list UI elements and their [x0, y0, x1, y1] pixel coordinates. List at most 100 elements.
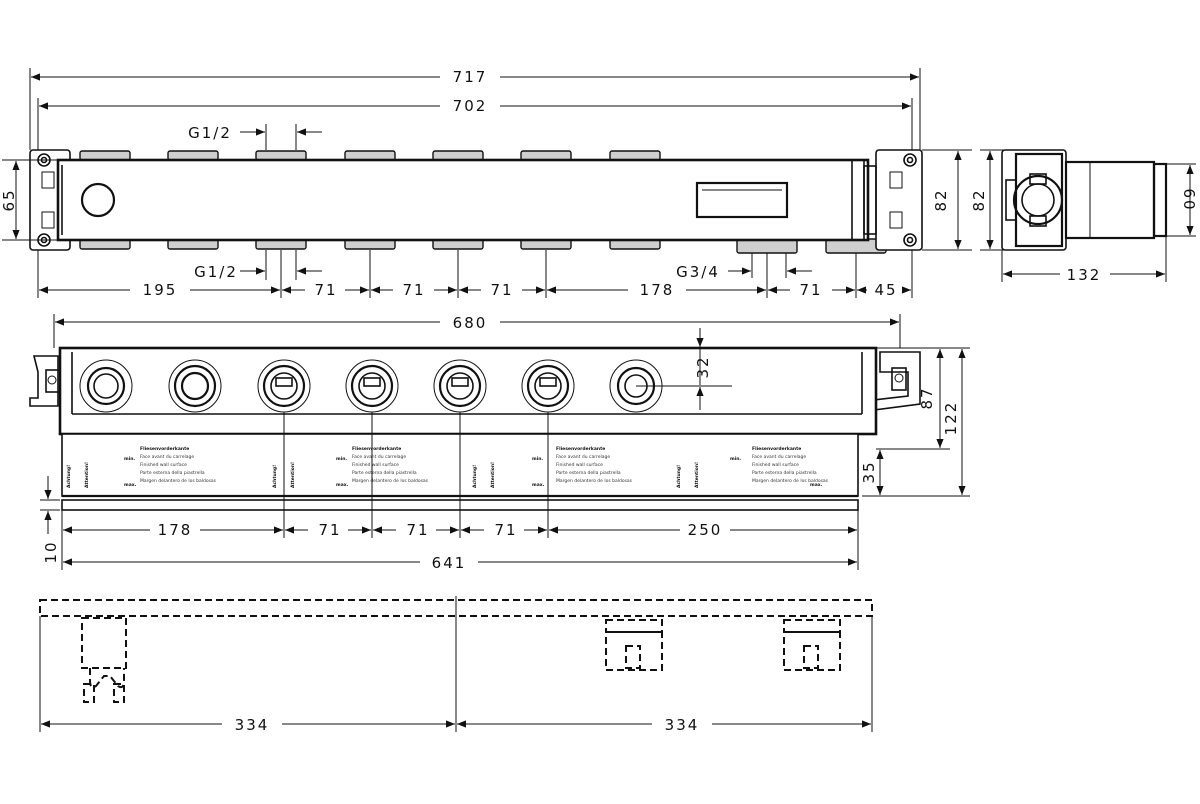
dim-side-132: 132 — [1001, 236, 1167, 284]
wall-label-en: Finished wall surface — [140, 462, 187, 468]
dim-71a-label: 71 — [314, 281, 337, 299]
svg-text:Fliesenvorderkante: Fliesenvorderkante — [352, 446, 401, 452]
dim-side-82: 82 — [970, 149, 1010, 251]
dim-35: 35 — [860, 450, 884, 495]
wall-label-es: Margen delantero de los baldosas — [140, 478, 217, 484]
dim-71b-label: 71 — [402, 281, 425, 299]
wall-label-block-1: Fliesenvorderkante Face avant du carrela… — [66, 446, 217, 488]
dim-10: 10 — [40, 476, 60, 564]
dim-side-82-label: 82 — [970, 188, 988, 211]
dim-680: 680 — [53, 314, 901, 348]
dim-front-250-label: 250 — [688, 521, 723, 539]
wall-label-fr: Face avant du carrelage — [140, 454, 194, 460]
thread-bottom-label: G1/2 — [194, 263, 238, 281]
base-view: 334 334 — [39, 596, 873, 734]
svg-text:Achtung!: Achtung! — [472, 465, 478, 488]
front-bracket-right — [873, 351, 921, 411]
base-clip-right — [783, 619, 841, 671]
thread-top-label: G1/2 — [188, 124, 232, 142]
dim-side-60-label: 60 — [1180, 188, 1198, 211]
dim-65: 65 — [0, 159, 57, 241]
svg-text:Fliesenvorderkante: Fliesenvorderkante — [556, 446, 605, 452]
wall-label-max: max. — [124, 483, 137, 488]
dim-front-71b-label: 71 — [406, 521, 429, 539]
svg-text:max.: max. — [336, 483, 349, 488]
svg-text:Attention!: Attention! — [290, 462, 296, 488]
svg-text:Attention!: Attention! — [490, 462, 496, 488]
dim-side-60: 60 — [1166, 163, 1198, 237]
dim-front-71a-label: 71 — [318, 521, 341, 539]
svg-text:Parte esterna della piastrella: Parte esterna della piastrella — [752, 470, 817, 476]
svg-text:Face avant du carrelage: Face avant du carrelage — [752, 454, 806, 460]
svg-text:Margen delantero de los baldos: Margen delantero de los baldosas — [752, 478, 829, 484]
dim-front-71c-label: 71 — [494, 521, 517, 539]
dim-82-right: 82 — [922, 149, 972, 251]
dim-334-left-label: 334 — [235, 716, 270, 734]
svg-text:Attention!: Attention! — [694, 462, 700, 488]
dim-10-label: 10 — [42, 540, 60, 563]
svg-text:Achtung!: Achtung! — [676, 465, 682, 488]
side-view: 82 60 132 — [970, 149, 1198, 284]
dim-178-label: 178 — [640, 281, 675, 299]
wall-label-it: Parte esterna della piastrella — [140, 470, 205, 476]
dim-65-label: 65 — [0, 188, 18, 211]
dim-87-label: 87 — [918, 386, 936, 409]
dim-702-label: 702 — [453, 97, 488, 115]
display-window — [695, 181, 789, 219]
outlets-bottom — [79, 238, 887, 254]
dim-122: 122 — [862, 349, 970, 497]
outlets-front — [79, 359, 663, 413]
thread-large-label: G3/4 — [676, 263, 720, 281]
svg-text:min.: min. — [336, 456, 347, 462]
svg-text:min.: min. — [532, 456, 543, 462]
wall-label-de: Fliesenvorderkante — [140, 446, 189, 452]
svg-text:max.: max. — [810, 483, 823, 488]
front-view: 680 — [29, 314, 970, 572]
base-clip-middle — [605, 619, 663, 671]
dim-122-label: 122 — [942, 401, 960, 436]
svg-text:Finished wall surface: Finished wall surface — [752, 462, 799, 468]
wall-label-block-4: Fliesenvorderkante Face avant du carrela… — [676, 446, 829, 488]
svg-text:Margen delantero de los baldos: Margen delantero de los baldosas — [556, 478, 633, 484]
dim-717-label: 717 — [453, 68, 488, 86]
dim-702: 702 — [37, 97, 913, 150]
wall-label-warn-fr: Attention! — [84, 462, 90, 488]
svg-text:Fliesenvorderkante: Fliesenvorderkante — [752, 446, 801, 452]
outlets-top — [79, 150, 661, 161]
dim-680-label: 680 — [453, 314, 488, 332]
svg-text:Finished wall surface: Finished wall surface — [556, 462, 603, 468]
dim-334-right-label: 334 — [665, 716, 700, 734]
svg-text:Parte esterna della piastrella: Parte esterna della piastrella — [352, 470, 417, 476]
svg-text:Finished wall surface: Finished wall surface — [352, 462, 399, 468]
wall-label-block-3: Fliesenvorderkante Face avant du carrela… — [472, 446, 633, 488]
dim-82-right-label: 82 — [932, 188, 950, 211]
dim-32-label: 32 — [694, 355, 712, 378]
svg-text:Parte esterna della piastrella: Parte esterna della piastrella — [556, 470, 621, 476]
svg-text:Achtung!: Achtung! — [272, 465, 278, 488]
thread-large: G3/4 — [676, 253, 812, 281]
dim-334: 334 334 — [39, 616, 873, 734]
valve-body-front — [58, 346, 878, 436]
dim-35-label: 35 — [860, 460, 878, 483]
valve-plug — [80, 182, 116, 218]
dim-side-132-label: 132 — [1067, 266, 1102, 284]
dim-717: 717 — [29, 68, 921, 150]
bracket-right — [875, 149, 923, 251]
svg-text:max.: max. — [532, 483, 545, 488]
dim-87: 87 — [876, 347, 970, 450]
svg-text:Face avant du carrelage: Face avant du carrelage — [556, 454, 610, 460]
dim-195-label: 195 — [143, 281, 178, 299]
dim-chain-top-view: 195 71 71 71 178 71 45 — [37, 250, 913, 299]
thread-top: G1/2 — [188, 124, 322, 150]
thread-bottom: G1/2 — [194, 250, 322, 281]
svg-text:Margen delantero de los baldos: Margen delantero de los baldosas — [352, 478, 429, 484]
front-bracket-left — [29, 355, 61, 407]
dim-chain-front: 178 71 71 71 250 641 — [61, 412, 859, 572]
dim-71d-label: 71 — [799, 281, 822, 299]
wall-label-warn-de: Achtung! — [66, 465, 72, 488]
dim-32: 32 — [636, 328, 732, 410]
base-hook-left — [81, 617, 127, 703]
svg-text:Face avant du carrelage: Face avant du carrelage — [352, 454, 406, 460]
